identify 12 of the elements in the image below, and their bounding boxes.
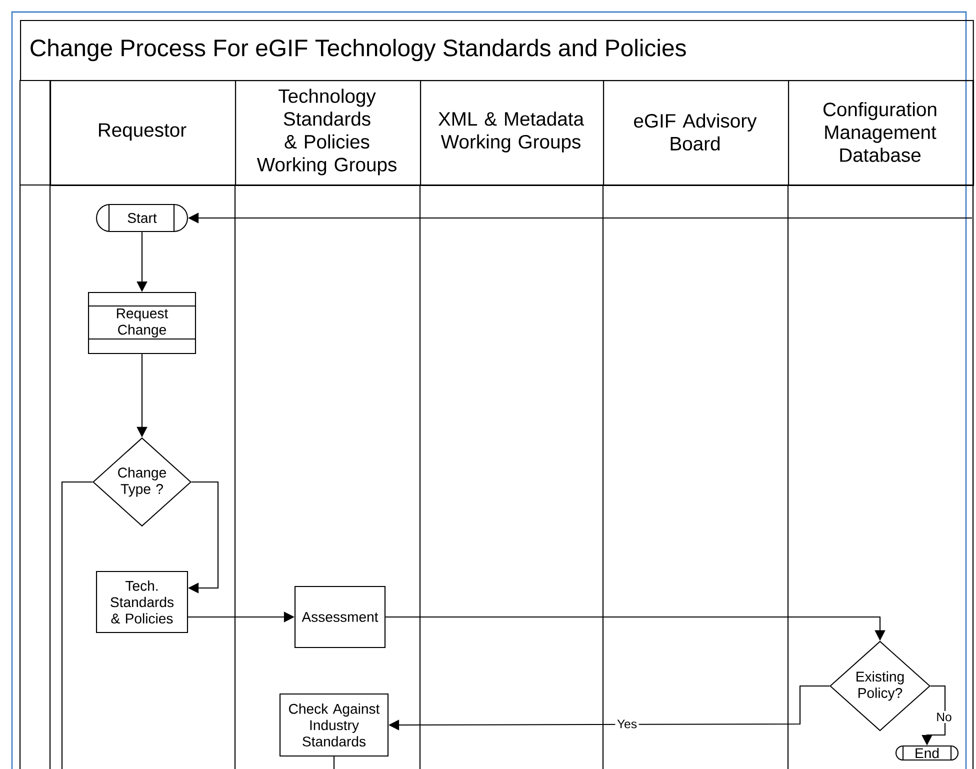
process-box: Request Change bbox=[88, 292, 196, 354]
process-box: Check Against Industry Standards bbox=[280, 693, 389, 757]
edge-label: No bbox=[934, 710, 954, 724]
edge-label: Yes bbox=[615, 718, 639, 730]
title-band: Change Process For eGIF Technology Standards and Policies bbox=[20, 20, 974, 82]
lane-header: Technology Standards & Policies Working Groups bbox=[235, 80, 422, 186]
lane-header: Configuration Management Database bbox=[788, 80, 974, 186]
lane-header: XML & Metadata Working Groups bbox=[420, 80, 604, 186]
process-box: Assessment bbox=[294, 586, 386, 648]
process-box: Tech. Standards & Policies bbox=[96, 571, 188, 634]
lane-header: Requestor bbox=[50, 80, 236, 186]
lane-header: eGIF Advisory Board bbox=[603, 80, 790, 186]
